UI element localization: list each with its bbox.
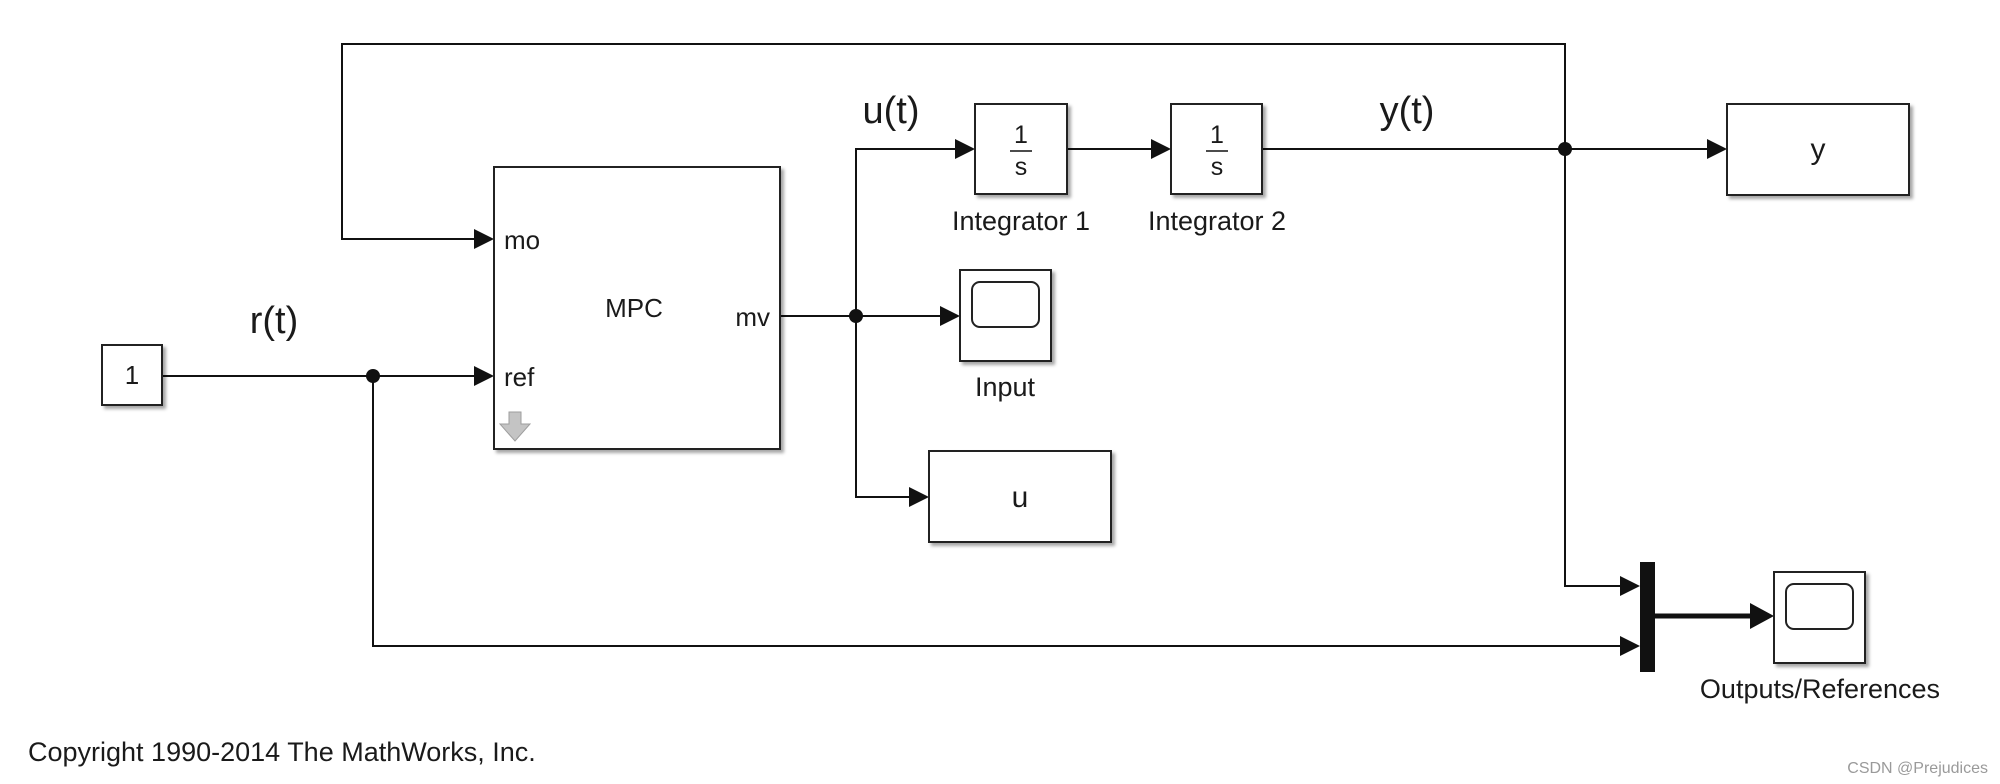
arrowhead-input-scope bbox=[940, 306, 960, 326]
scope-screen-icon bbox=[1785, 583, 1854, 630]
mpc-port-mo: mo bbox=[504, 225, 540, 255]
workspace-y-block[interactable]: y bbox=[1726, 103, 1910, 196]
mpc-controller-block[interactable]: mo ref mv MPC bbox=[493, 166, 781, 450]
outputs-references-scope-label: Outputs/References bbox=[1700, 674, 1940, 704]
workspace-u-block[interactable]: u bbox=[928, 450, 1112, 543]
branch-point-y bbox=[1558, 142, 1572, 156]
wire-u-to-integrator1[interactable] bbox=[855, 148, 956, 316]
branch-point-u bbox=[849, 309, 863, 323]
integrator-1-denominator: s bbox=[1015, 153, 1028, 181]
mpc-block-name: MPC bbox=[605, 293, 663, 323]
constant-value: 1 bbox=[125, 360, 139, 390]
mpc-port-mv: mv bbox=[735, 302, 770, 332]
integrator-2-denominator: s bbox=[1211, 153, 1224, 181]
mux-block[interactable] bbox=[1640, 562, 1655, 672]
mpc-port-ref: ref bbox=[504, 362, 535, 392]
constant-block[interactable]: 1 bbox=[101, 344, 163, 406]
csdn-watermark: CSDN @Prejudices bbox=[1847, 760, 1988, 777]
down-arrow-icon bbox=[498, 411, 532, 442]
input-scope-block[interactable] bbox=[959, 269, 1052, 362]
wire-r-to-mux[interactable] bbox=[372, 376, 1620, 647]
branch-point-r bbox=[366, 369, 380, 383]
integrator-2-numerator: 1 bbox=[1210, 121, 1224, 149]
arrowhead-mux-in2 bbox=[1620, 636, 1640, 656]
workspace-y-name: y bbox=[1811, 133, 1826, 166]
outputs-references-scope-block[interactable] bbox=[1773, 571, 1866, 664]
integrator-2-block[interactable]: 1 s bbox=[1170, 103, 1263, 195]
arrowhead-workspace-u bbox=[909, 487, 929, 507]
signal-label-r: r(t) bbox=[250, 300, 299, 342]
signal-label-y: y(t) bbox=[1380, 90, 1435, 132]
arrowhead-ref bbox=[474, 366, 494, 386]
workspace-u-name: u bbox=[1012, 481, 1029, 514]
scope-screen-icon bbox=[971, 281, 1040, 328]
integrator-1-numerator: 1 bbox=[1014, 121, 1028, 149]
arrowhead-outputs-scope bbox=[1750, 603, 1774, 629]
arrowhead-workspace-y bbox=[1707, 139, 1727, 159]
arrowhead-mux-in1 bbox=[1620, 576, 1640, 596]
wire-y-feedback-to-mo[interactable] bbox=[341, 43, 1566, 240]
integrator-1-label: Integrator 1 bbox=[952, 206, 1090, 236]
integrator-2-label: Integrator 2 bbox=[1148, 206, 1286, 236]
wire-y-to-mux[interactable] bbox=[1564, 149, 1620, 587]
copyright-text: Copyright 1990-2014 The MathWorks, Inc. bbox=[28, 737, 536, 767]
arrowhead-integrator1 bbox=[955, 139, 975, 159]
wire-u-to-workspace[interactable] bbox=[855, 316, 910, 498]
arrowhead-mo bbox=[474, 229, 494, 249]
input-scope-label: Input bbox=[975, 372, 1036, 402]
signal-label-u: u(t) bbox=[863, 90, 920, 132]
arrowhead-integrator2 bbox=[1151, 139, 1171, 159]
integrator-1-block[interactable]: 1 s bbox=[974, 103, 1068, 195]
